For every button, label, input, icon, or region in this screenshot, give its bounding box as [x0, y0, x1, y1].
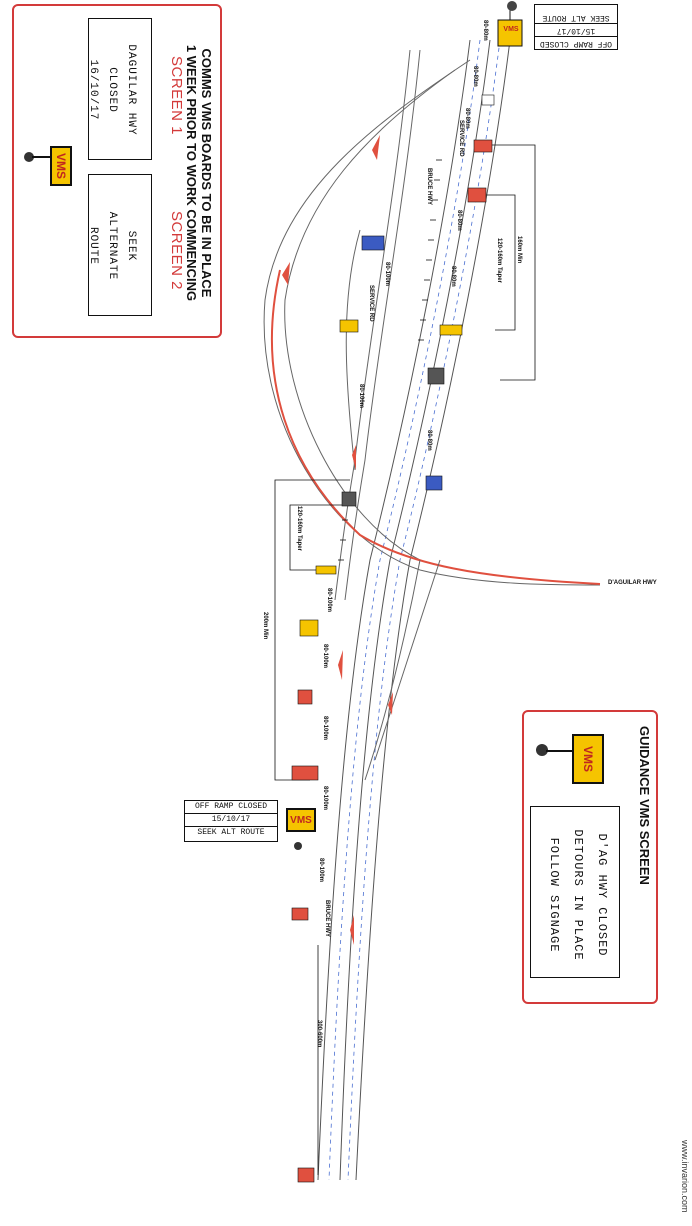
screen1-line-3: 16/10/17: [87, 59, 99, 121]
arrow-board-trucks: [341, 367, 445, 507]
guidance-trailer-wheel-icon: [536, 744, 548, 756]
guidance-line-2: DETOURS IN PLACE: [571, 829, 585, 961]
dim-80-100-f: 80-100m: [322, 786, 328, 811]
lane-markings: [328, 39, 501, 1181]
dim-80-100-e: 80-100m: [322, 716, 328, 741]
vms-table-top-line-1: OFF RAMP CLOSED: [535, 36, 617, 49]
dim-80-100-c: 80-100m: [326, 588, 332, 613]
vms-table-mid-left: OFF RAMP CLOSED 15/10/17 SEEK ALT ROUTE: [184, 800, 278, 842]
screen2-line-3: ROUTE: [87, 226, 99, 265]
trailer-wheel-icon: [24, 152, 34, 162]
label-daguilar-hwy: D'AGUILAR HWY: [608, 580, 657, 586]
vms-trailer-top: [497, 1, 523, 47]
screen2-box: SEEK ALTERNATE ROUTE: [87, 174, 152, 316]
dim-taper-top: 120-160m Taper: [496, 238, 502, 283]
on-ramp-2: [364, 559, 421, 781]
dim-80-100-d: 80-100m: [322, 644, 328, 669]
dim-80-100-a: 80-100m: [384, 262, 390, 287]
on-ramp: [374, 559, 441, 761]
vms-trailer-mid-board: VMS: [286, 808, 316, 832]
off-ramp-loop: [263, 59, 601, 586]
vms-table-top-right: OFF RAMP CLOSED 15/10/17 SEEK ALT ROUTE: [534, 4, 618, 50]
vms-table-mid-line-1: OFF RAMP CLOSED: [185, 801, 277, 814]
screen1-label: SCREEN 1: [168, 56, 185, 136]
dim-80-80-e: 80-80m: [450, 266, 456, 287]
closure-tapers: [282, 135, 393, 945]
dim-taper-bottom: 120-160m Taper: [296, 506, 302, 551]
dim-80-100-b: 80-100m: [358, 384, 364, 409]
guidance-line-1: D'AG HWY CLOSED: [595, 833, 609, 957]
guidance-vms-panel: GUIDANCE VMS SCREEN D'AG HWY CLOSED DETO…: [522, 710, 658, 1004]
dim-80-80-b: 80-80m: [472, 66, 478, 87]
screen1-line-2: CLOSED: [106, 67, 118, 113]
comms-title-line1: COMMS VMS BOARDS TO BE IN PLACE: [199, 48, 214, 298]
bruce-hwy-carriageway: [317, 39, 511, 1181]
dim-80-100-g: 80-100m: [318, 858, 324, 883]
lower-ramp: [345, 229, 361, 471]
guidance-vms-trailer: VMS: [532, 730, 612, 794]
guidance-line-3: FOLLOW SIGNAGE: [547, 837, 561, 953]
road-signs: [291, 94, 495, 1183]
screen1-box: DAGUILAR HWY CLOSED 16/10/17: [87, 18, 152, 160]
screen2-line-1: SEEK: [125, 230, 137, 262]
vms-table-top-line-2: 15/10/17: [535, 23, 617, 36]
vms-table-mid-line-2: 15/10/17: [185, 814, 277, 827]
label-service-rd-mid: SERVICE RD: [368, 285, 374, 322]
vms-trailer-mid: VMS: [286, 808, 326, 856]
service-road: [334, 49, 411, 601]
comms-vms-title: COMMS VMS BOARDS TO BE IN PLACE 1 WEEK P…: [168, 28, 214, 318]
dim-80-80-f: 80-80m: [426, 430, 432, 451]
dim-300-600: 300-600m: [316, 1020, 322, 1048]
screen2-line-2: ALTERNATE: [106, 211, 118, 281]
label-bruce-hwy-bottom: BRUCE HWY: [324, 900, 330, 937]
guidance-vms-title: GUIDANCE VMS SCREEN: [637, 726, 652, 885]
vms-table-top-line-3: SEEK ALT ROUTE: [542, 13, 610, 22]
dim-80-80-c: 80-80m: [464, 108, 470, 129]
guidance-vms-board-icon: VMS: [572, 734, 604, 784]
screen1-line-1: DAGUILAR HWY: [125, 44, 137, 136]
label-bruce-hwy-top: BRUCE HWY: [426, 168, 432, 205]
vms-table-mid-line-3: SEEK ALT ROUTE: [197, 828, 265, 837]
vms-board-icon: VMS: [50, 146, 72, 186]
closed-ramp: [270, 269, 601, 585]
comms-vms-trailer: VMS: [22, 142, 74, 194]
comms-title-line2: 1 WEEK PRIOR TO WORK COMMENCING: [184, 44, 199, 302]
vms-trailer-top-label: VMS: [503, 26, 519, 33]
service-road-edge: [344, 49, 421, 601]
dim-80-80-d: 80-80m: [456, 210, 462, 231]
guidance-screen-box: D'AG HWY CLOSED DETOURS IN PLACE FOLLOW …: [530, 806, 620, 978]
dimension-lines: [274, 144, 536, 1175]
comms-vms-panel: COMMS VMS BOARDS TO BE IN PLACE 1 WEEK P…: [12, 4, 222, 338]
dim-200-min: 200m Min: [262, 612, 268, 640]
vms-trailer-mid-wheel-icon: [294, 842, 302, 850]
dim-80-80-a: 80-80m: [482, 20, 488, 41]
screen2-label: SCREEN 2: [168, 210, 185, 290]
dim-160-min: 160m Min: [516, 236, 522, 264]
watermark: www.invarion.com: [680, 1140, 690, 1213]
